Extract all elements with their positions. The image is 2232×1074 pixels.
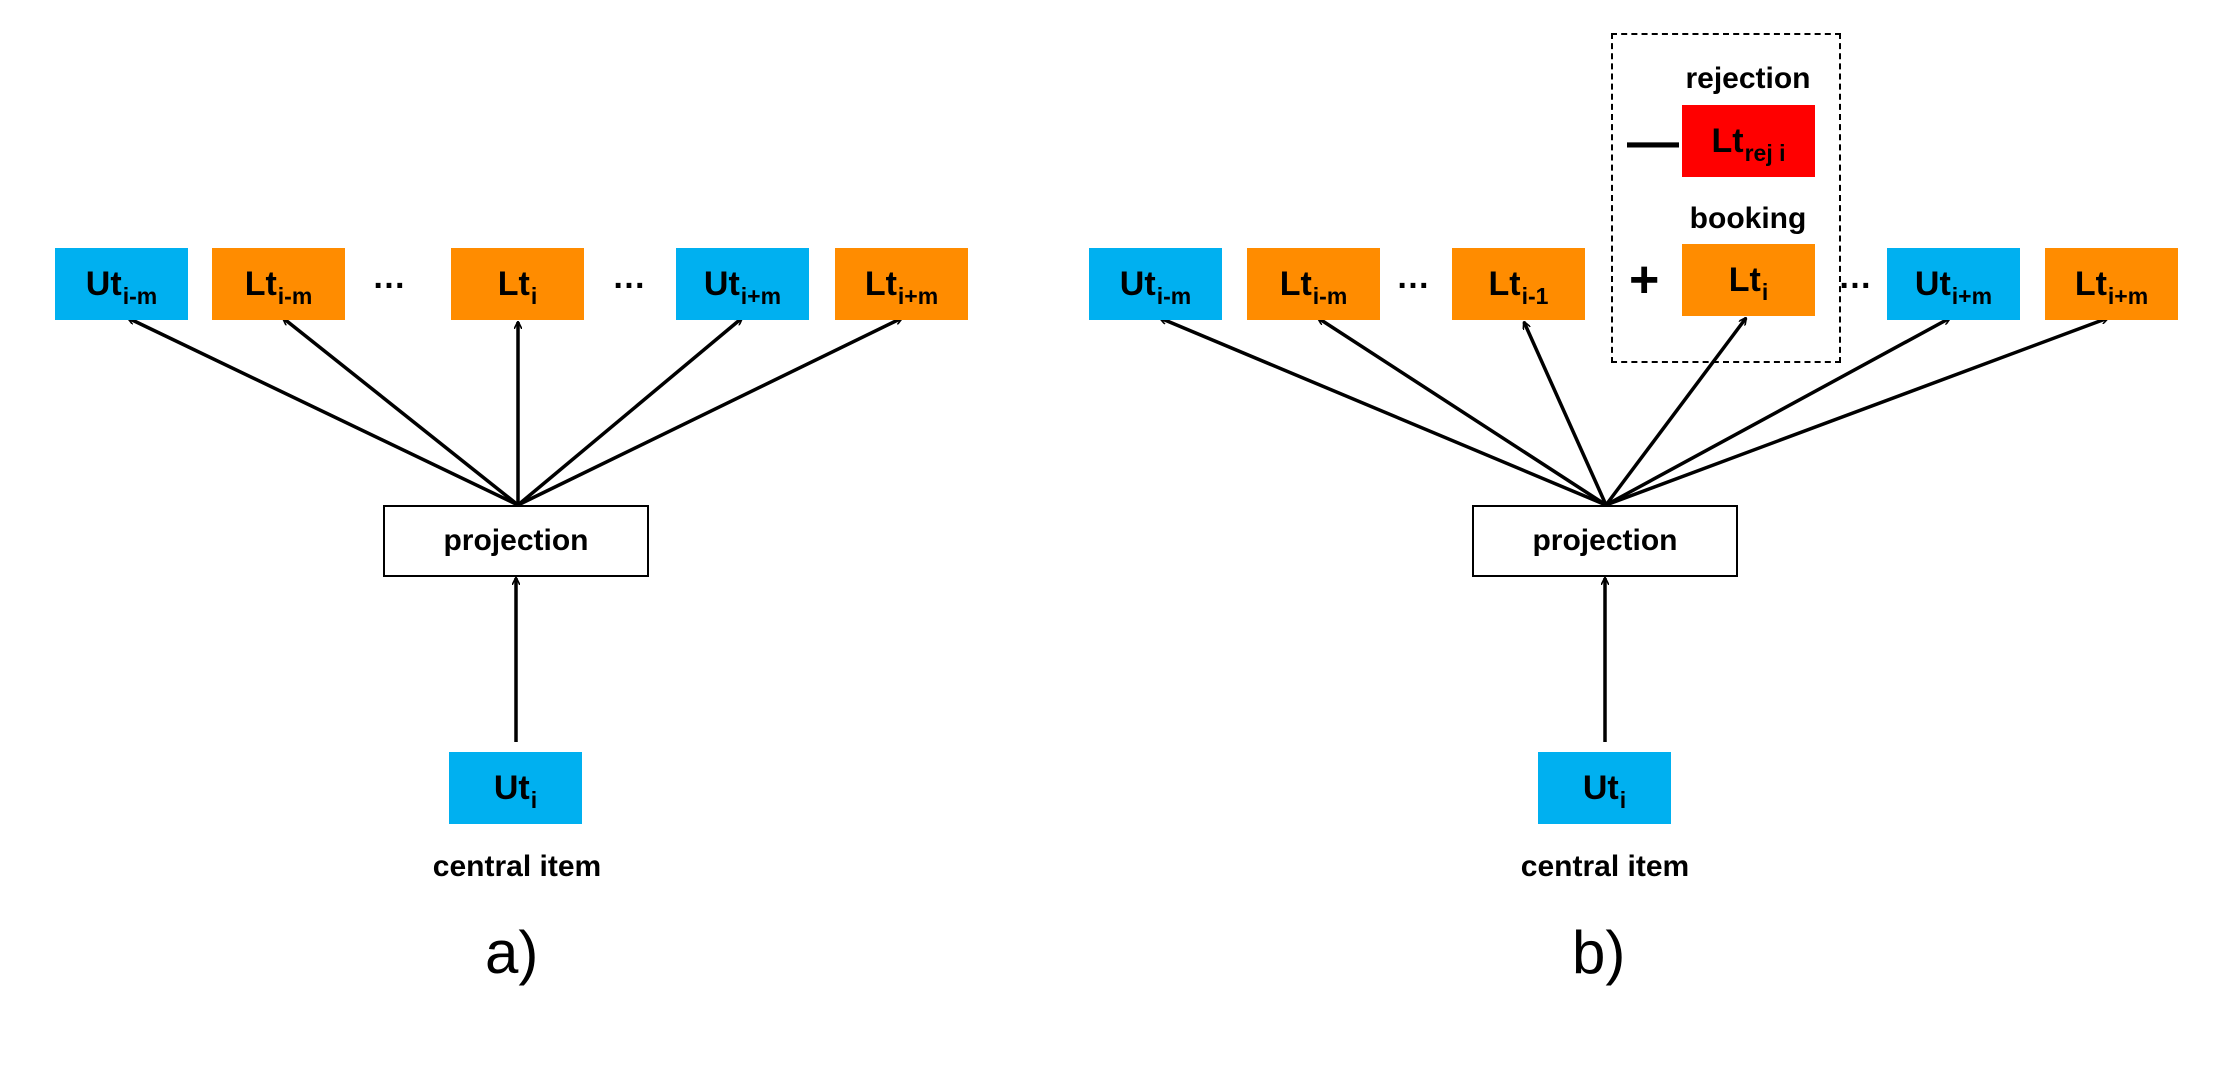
arrow-b-to-lt-i	[1604, 318, 1746, 507]
plus-sign: +	[1629, 251, 1660, 309]
projection-box-b: projection	[1472, 505, 1738, 577]
rejection-label: rejection	[1685, 62, 1811, 95]
arrow-b-to-lt-i+m	[1605, 318, 2108, 507]
ellipsis-b-right: …	[1838, 258, 1872, 296]
projection-box-a: projection	[383, 505, 649, 577]
arrow-b-to-lt-i-1	[1522, 322, 1608, 506]
ellipsis-a-left: …	[372, 258, 406, 296]
arrow-a-to-ut-i+m	[516, 318, 742, 507]
central-item-label-a: central item	[432, 850, 602, 883]
arrow-a-to-lt-i+m	[517, 316, 902, 507]
arrow-a-to-lt-i-m	[283, 318, 520, 507]
alternatives-dashed-box	[1611, 33, 1841, 363]
minus-sign: —	[1627, 113, 1679, 171]
ellipsis-b-left: …	[1396, 258, 1430, 296]
arrow-b-to-ut-i+m	[1605, 316, 1950, 507]
arrow-a-to-ut-i-m	[128, 316, 519, 507]
arrow-b-to-lt-i-m	[1318, 316, 1607, 507]
booking-label: booking	[1689, 202, 1807, 235]
central-item-label-b: central item	[1520, 850, 1690, 883]
panel-label-b: b)	[1572, 919, 1626, 986]
ellipsis-a-right: …	[612, 258, 646, 296]
arrow-b-to-ut-i-m	[1160, 318, 1607, 507]
panel-label-a: a)	[485, 919, 539, 986]
